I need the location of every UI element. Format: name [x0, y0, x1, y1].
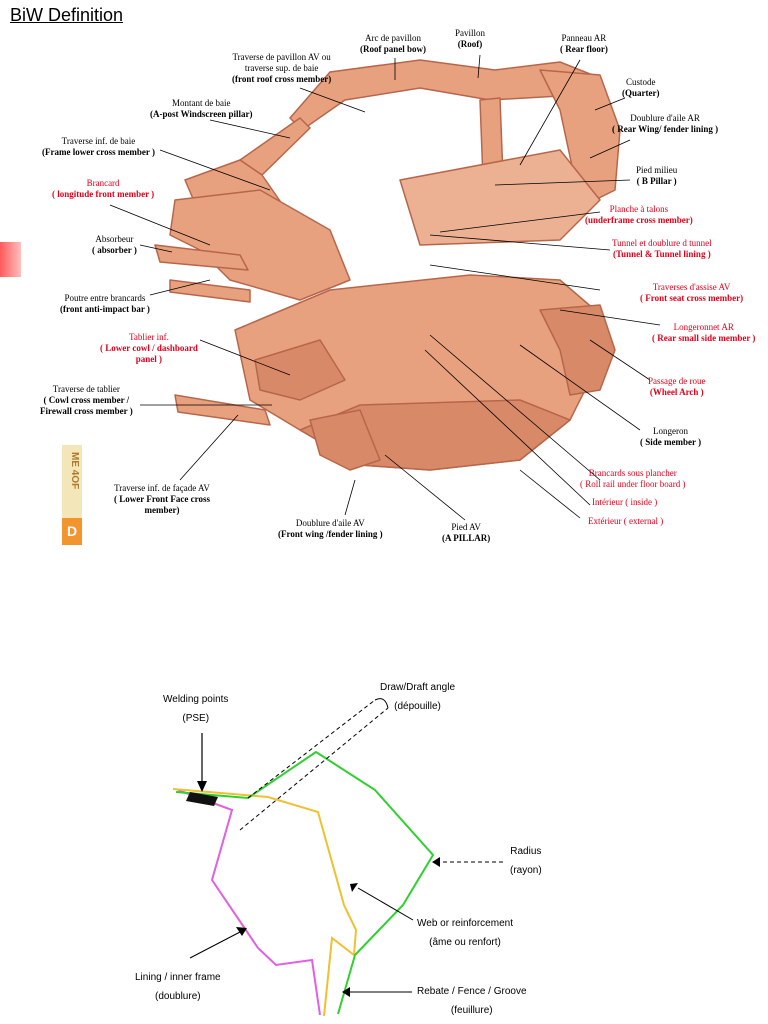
- anti-impact-bar: [169, 279, 251, 303]
- label-welding-points: Welding points(PSE): [163, 694, 229, 724]
- label-doublure-aile-av: Doublure d'aile AV(Front wing /fender li…: [278, 518, 383, 539]
- label-rebate: Rebate / Fence / Groove(feuillure): [417, 986, 527, 1016]
- outer-line: [175, 750, 435, 1015]
- label-traverse-facade: Traverse inf. de façade AV( Lower Front …: [114, 483, 210, 515]
- draft-angle-arc: [374, 698, 389, 709]
- label-exterieur: Extérieur ( external ): [588, 516, 664, 526]
- label-lining: Lining / inner frame(doublure): [135, 972, 221, 1002]
- rear-floor-panel: [399, 149, 601, 246]
- label-draft-angle: Draw/Draft angle(dépouille): [380, 682, 456, 712]
- lining-line: [177, 789, 321, 1016]
- rear-quarter: [539, 69, 621, 201]
- side-tab-marker: [0, 242, 21, 277]
- front-structure: [169, 189, 351, 301]
- page-title: BiW Definition: [10, 5, 124, 25]
- label-custode: Custode(Quarter): [622, 77, 660, 98]
- label-tunnel: Tunnel et doublure d tunnel(Tunnel & Tun…: [612, 238, 712, 259]
- front-wing-lining: [309, 409, 381, 471]
- label-poutre-brancards: Poutre entre brancards(front anti-impact…: [60, 293, 150, 314]
- label-pied-av: Pied AV(A PILLAR): [442, 522, 491, 543]
- welding-block: [186, 792, 218, 806]
- label-pied-milieu: Pied milieu( B Pillar ): [636, 165, 678, 186]
- radius-arrow-head: [432, 857, 440, 867]
- label-longeron: Longeron( Side member ): [640, 426, 702, 447]
- label-traverse-tablier: Traverse de tablier( Cowl cross member /…: [40, 384, 133, 416]
- label-absorbeur: Absorbeur( absorber ): [92, 234, 137, 255]
- rebate-arrow-head: [342, 987, 350, 997]
- label-radius: Radius(rayon): [510, 846, 542, 876]
- label-traverses-assise: Traverses d'assise AV( Front seat cross …: [640, 282, 744, 303]
- watermark-text: ME 4OF: [69, 452, 80, 490]
- wheel-arch: [539, 304, 616, 396]
- absorber-bar: [154, 244, 249, 271]
- label-montant-de-baie: Montant de baie(A-post Windscreen pillar…: [150, 98, 253, 119]
- web-arrow-head: [350, 883, 358, 892]
- lining-arrow-head: [236, 927, 247, 936]
- label-brancards-sous-plancher: Brancards sous plancher( Roll rail under…: [580, 468, 686, 489]
- label-brancard: Brancard( longitude front member ): [52, 178, 155, 199]
- label-arc-de-pavillon: Arc de pavillon(Roof panel bow): [360, 33, 427, 54]
- label-interieur: Intérieur ( inside ): [592, 497, 658, 507]
- label-panneau-ar: Panneau AR( Rear floor): [560, 33, 608, 54]
- label-longeronnet-ar: Longeronnet AR( Rear small side member ): [652, 322, 756, 343]
- label-passage-de-roue: Passage de roue(Wheel Arch ): [648, 376, 706, 397]
- biw-car-illustration: [109, 54, 661, 521]
- label-pavillon: Pavillon(Roof): [455, 28, 486, 49]
- label-web-reinforcement: Web or reinforcement(âme ou renfort): [417, 918, 513, 948]
- label-doublure-aile-ar: Doublure d'aile AR( Rear Wing/ fender li…: [612, 113, 719, 134]
- web-line: [172, 788, 358, 1017]
- welding-arrow-head: [197, 781, 207, 792]
- lower-cowl: [254, 339, 346, 401]
- label-traverse-inf-baie: Traverse inf. de baie(Frame lower cross …: [42, 136, 155, 157]
- label-planche-talons: Planche à talons(underframe cross member…: [585, 204, 693, 225]
- watermark-letter: D: [62, 518, 82, 545]
